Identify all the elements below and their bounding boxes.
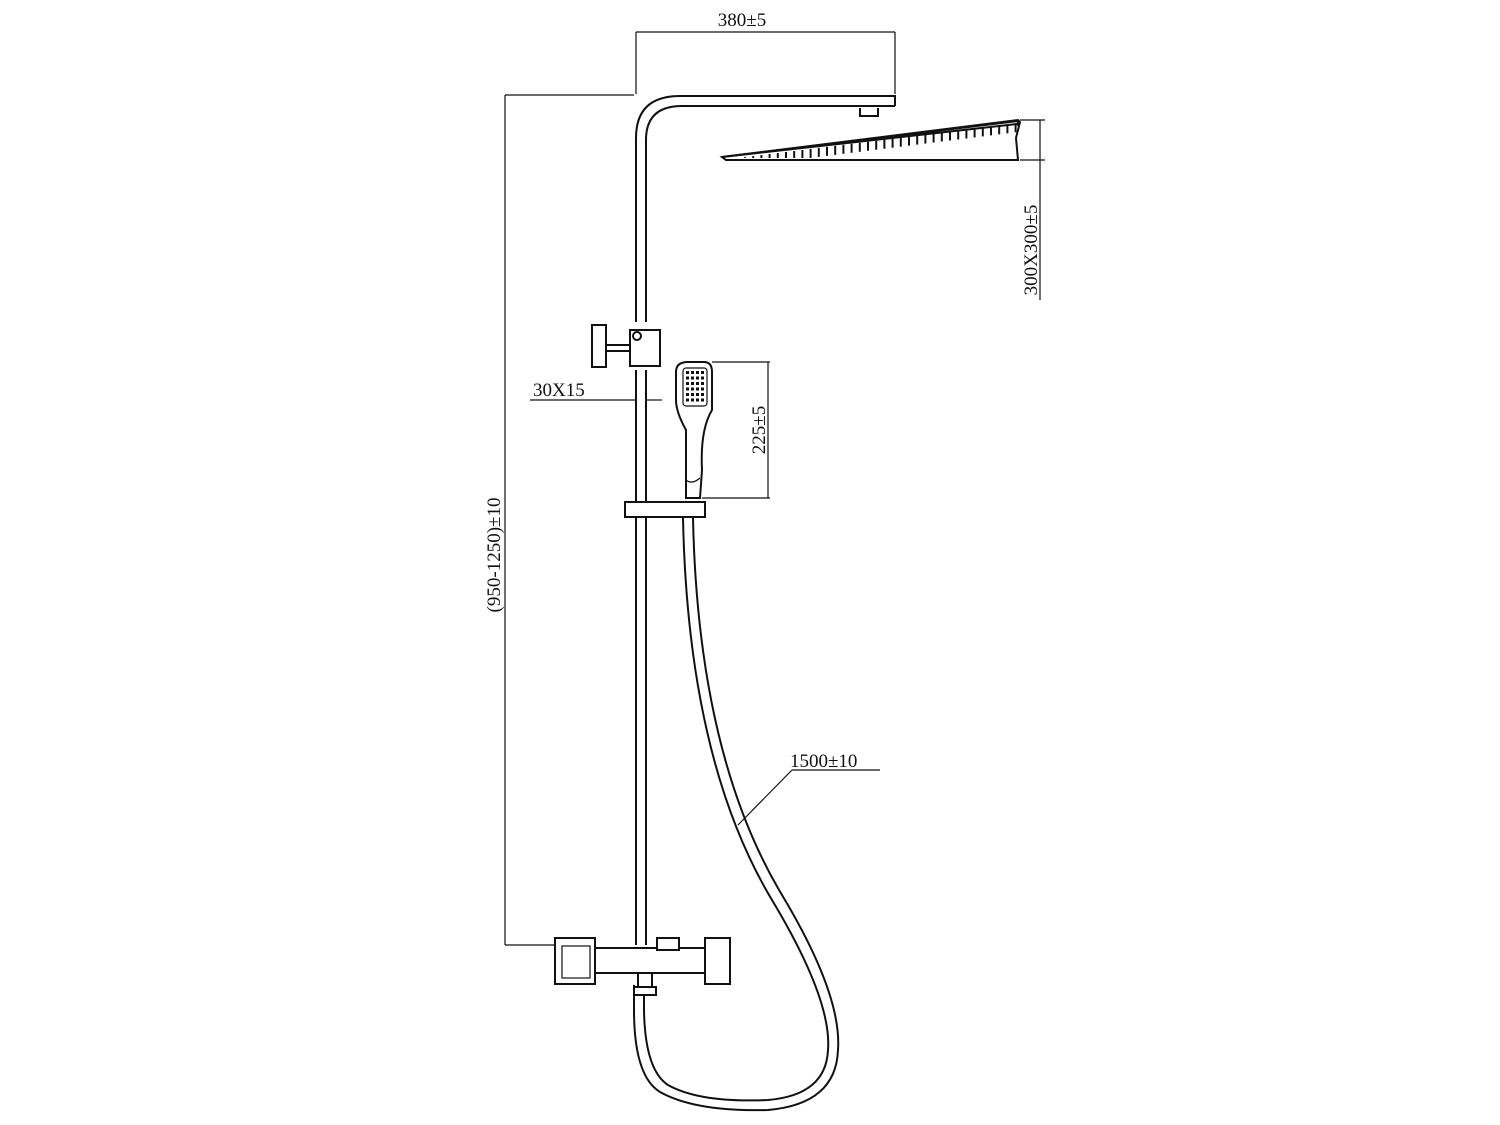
slide-holder	[624, 501, 706, 518]
head-size-dimension: 300X300±5	[1021, 205, 1042, 296]
hand-shower-nozzle-pattern	[686, 371, 704, 402]
hose-length-dimension: 1500±10	[790, 751, 857, 772]
hand-shower	[675, 361, 713, 499]
handshower-length-dimension: 225±5	[749, 406, 770, 454]
arm-length-dimension: 380±5	[718, 10, 766, 31]
shower-hose	[633, 517, 840, 1112]
wall-bracket	[591, 324, 661, 368]
dimension-lines	[504, 31, 1045, 946]
rail-profile-dimension: 30X15	[533, 380, 585, 401]
riser-pipe	[635, 95, 896, 945]
rail-height-dimension: (950-1250)±10	[484, 498, 505, 613]
mixer-valve	[554, 937, 731, 996]
rain-shower-head	[719, 108, 1022, 161]
nozzle-pattern	[744, 123, 1017, 158]
